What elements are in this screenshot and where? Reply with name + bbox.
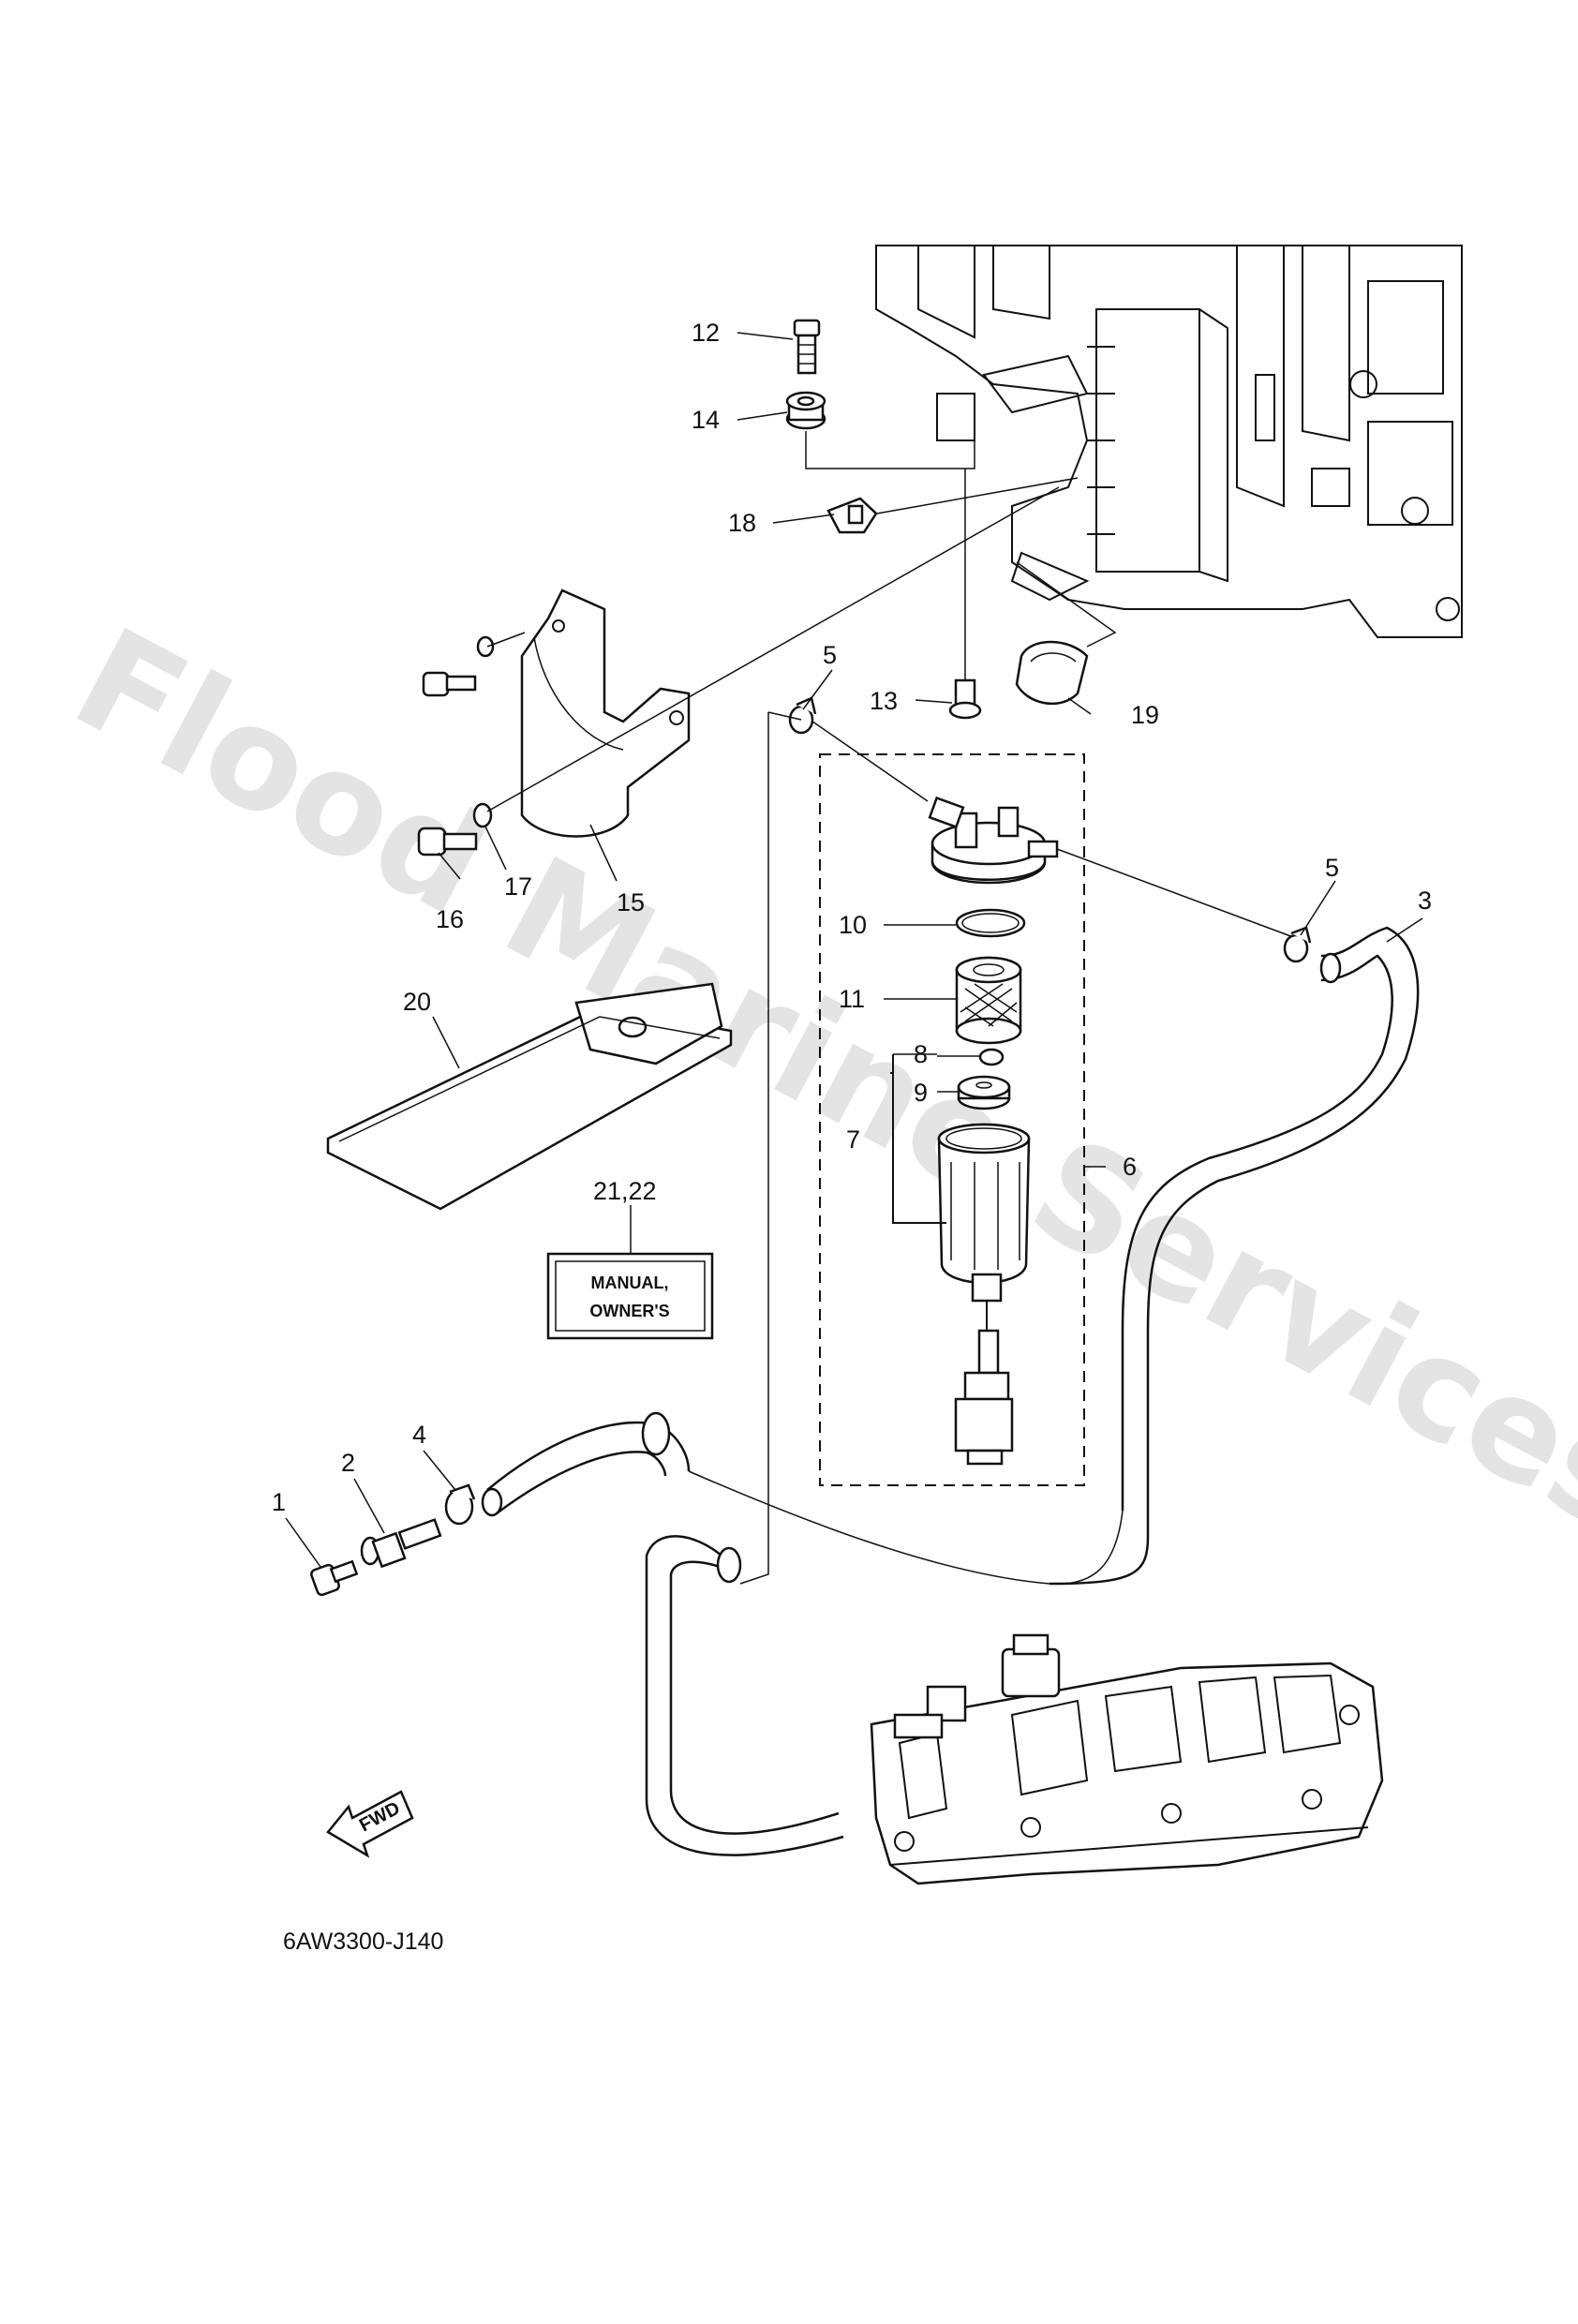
part-14-grommet (785, 391, 826, 430)
part-20-tool-pouch (326, 982, 733, 1211)
forward-arrow-icon: FWD (326, 1790, 414, 1858)
part-15-bracket (520, 588, 691, 838)
callout-11: 11 (839, 985, 865, 1013)
callout-1: 1 (272, 1488, 286, 1516)
part-7-filter-cup (937, 1123, 1031, 1466)
callout-15: 15 (617, 888, 645, 916)
callout-9: 9 (914, 1079, 928, 1107)
callout-8: 8 (914, 1040, 928, 1068)
callout-16: 16 (436, 905, 464, 933)
part-2-fitting (360, 1518, 442, 1569)
callout-17: 17 (504, 872, 532, 901)
fuel-hose-lower (481, 1411, 691, 1517)
callout-14: 14 (692, 406, 720, 434)
owners-manual-box: MANUAL, OWNER'S (546, 1252, 714, 1340)
part-4-clamp (444, 1483, 476, 1526)
callout-19: 19 (1131, 701, 1159, 729)
callout-6: 6 (1123, 1153, 1137, 1181)
part-9-float (957, 1075, 1011, 1110)
part-12-bolt (793, 319, 821, 375)
callout-10: 10 (839, 911, 867, 939)
callout-12: 12 (692, 319, 720, 347)
callout-21-22: 21,22 (593, 1177, 657, 1205)
part-19-clamp (1015, 640, 1089, 706)
watermark-text: Flood Marine Services (50, 598, 1578, 1564)
manual-box-line2: OWNER'S (589, 1302, 669, 1320)
part-10-o-ring (955, 908, 1026, 938)
part-17-washer (472, 802, 493, 828)
fuel-line (688, 1470, 1124, 1585)
part-13-stud (948, 678, 982, 720)
callout-leaders (285, 332, 1423, 1568)
fuel-filter-assembly-box (819, 753, 1085, 1486)
callout-20: 20 (403, 988, 431, 1016)
manual-box-line1: MANUAL, (591, 1274, 669, 1292)
callout-3: 3 (1418, 886, 1432, 915)
part-16-bolt (417, 827, 478, 857)
callout-2: 2 (341, 1449, 355, 1477)
part-1-bolt (310, 1559, 359, 1597)
part-5-clamp-right (1283, 926, 1312, 963)
part-18-clip (826, 497, 878, 534)
part-8-ring (978, 1048, 1005, 1066)
part-11-filter-element (955, 956, 1022, 1045)
engine-block-drawing (875, 245, 1463, 638)
callout-5-right: 5 (1325, 854, 1339, 882)
intake-manifold-drawing (870, 1633, 1384, 1885)
fuel-filter-head (928, 796, 1059, 885)
drawing-code: 6AW3300-J140 (283, 1929, 443, 1955)
callout-18: 18 (728, 509, 756, 537)
callout-7: 7 (846, 1125, 860, 1154)
part-5-clamp-top (788, 696, 817, 735)
part-3-hose (1049, 926, 1420, 1586)
callout-4: 4 (412, 1421, 426, 1449)
callout-5-top: 5 (823, 641, 837, 669)
callout-13: 13 (870, 687, 898, 715)
bracket-bolt (422, 635, 495, 697)
